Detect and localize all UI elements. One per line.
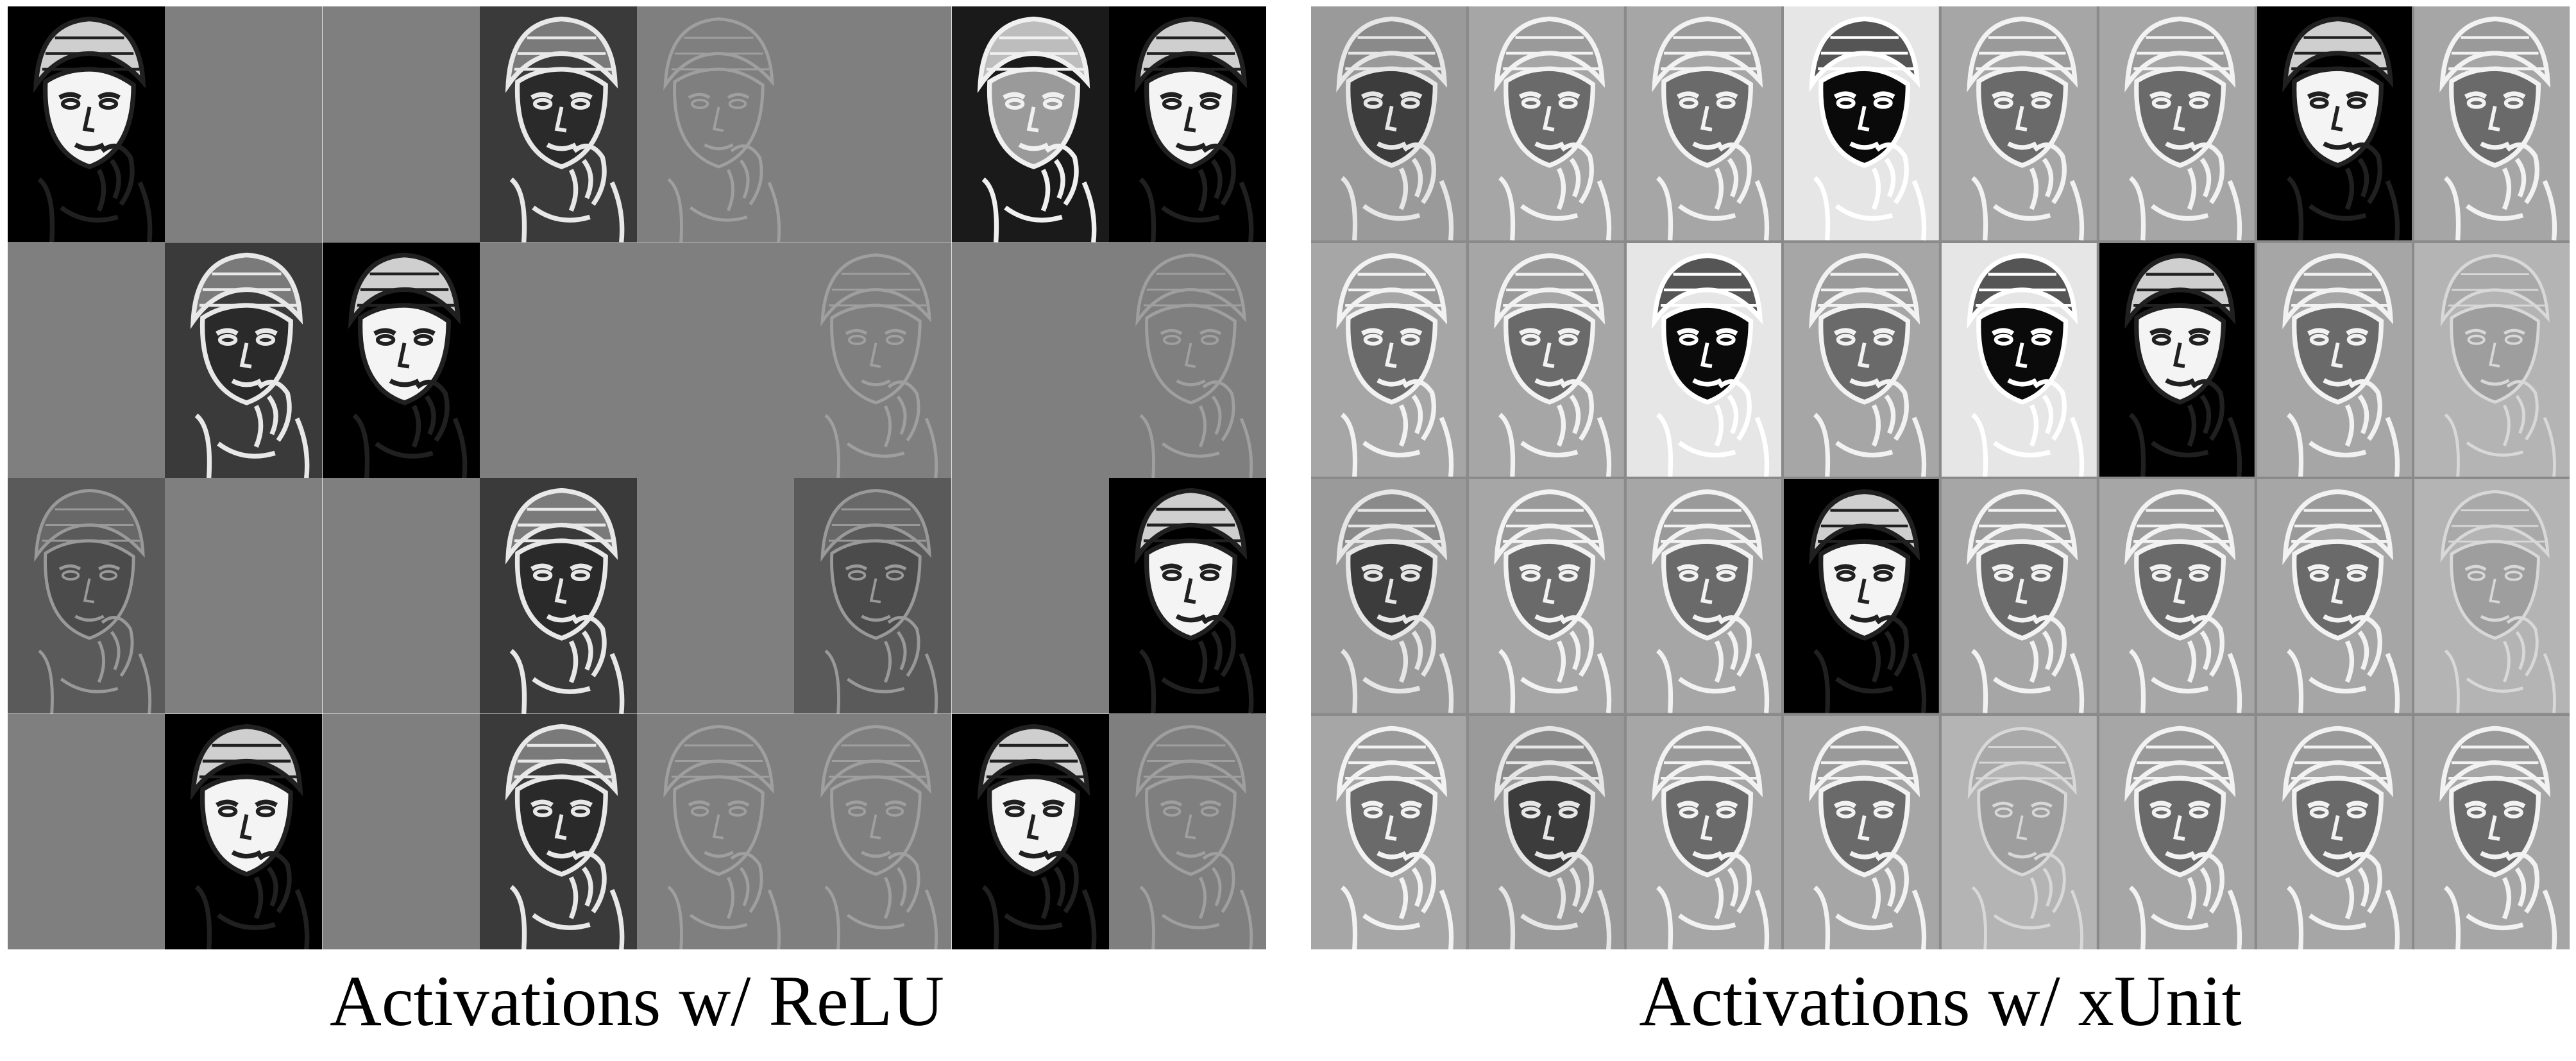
activation-map-tile [1784,242,1939,477]
activation-map-tile [1784,479,1939,713]
activation-map-tile [1468,479,1624,713]
activation-map-tile [2257,715,2412,949]
activation-map-tile [637,6,795,242]
activation-map-tile [2257,6,2412,241]
activation-map-tile [951,478,1109,714]
activation-map-tile [794,478,952,714]
activation-map-tile [2257,479,2412,713]
activation-map-tile [8,242,165,478]
activation-map-tile [1626,242,1782,477]
activation-map-tile [637,713,795,949]
activation-map-tile [1626,6,1782,241]
xunit-caption: Activations w/ xUnit [1639,962,2242,1041]
activation-map-tile [8,713,165,949]
activation-map-tile [479,713,637,949]
activation-map-tile [794,713,952,949]
activation-map-tile [1311,715,1466,949]
activation-map-tile [2099,715,2255,949]
activation-map-tile [322,6,480,242]
activation-map-tile [479,242,637,478]
activation-map-tile [1626,715,1782,949]
activation-map-tile [1784,6,1939,241]
activation-map-tile [165,242,323,478]
activation-map-tile [2099,242,2255,477]
activation-map-tile [637,242,795,478]
activation-map-tile [1468,6,1624,241]
activation-map-tile [1942,479,2097,713]
activation-map-tile [165,6,323,242]
activation-map-tile [2414,6,2570,241]
activation-map-tile [2099,479,2255,713]
activation-map-tile [322,478,480,714]
activation-map-tile [1311,242,1466,477]
activation-map-tile [1108,478,1266,714]
activation-map-tile [637,478,795,714]
activation-map-tile [1784,715,1939,949]
activation-map-tile [951,242,1109,478]
activation-map-tile [165,713,323,949]
activation-map-tile [951,713,1109,949]
activation-map-tile [322,242,480,478]
activation-map-tile [2414,715,2570,949]
activation-map-tile [794,6,952,242]
activation-map-tile [165,478,323,714]
activation-map-tile [1108,6,1266,242]
activation-map-tile [1942,715,2097,949]
activation-map-tile [2099,6,2255,241]
activation-map-tile [1626,479,1782,713]
activation-map-tile [479,478,637,714]
activation-map-tile [794,242,952,478]
activation-map-tile [1311,479,1466,713]
activation-map-tile [2257,242,2412,477]
activation-map-tile [1468,715,1624,949]
activation-map-tile [1468,242,1624,477]
xunit-activation-grid [1311,6,2570,949]
relu-caption: Activations w/ ReLU [329,962,945,1041]
activation-map-tile [479,6,637,242]
activation-map-tile [1108,713,1266,949]
relu-activation-grid [8,6,1266,949]
activation-map-tile [2414,479,2570,713]
activation-map-tile [1942,6,2097,241]
activation-map-tile [8,6,165,242]
activation-map-tile [322,713,480,949]
activation-map-tile [1108,242,1266,478]
activation-map-tile [1942,242,2097,477]
activation-map-tile [1311,6,1466,241]
activation-map-tile [2414,242,2570,477]
activation-map-tile [951,6,1109,242]
activation-map-tile [8,478,165,714]
